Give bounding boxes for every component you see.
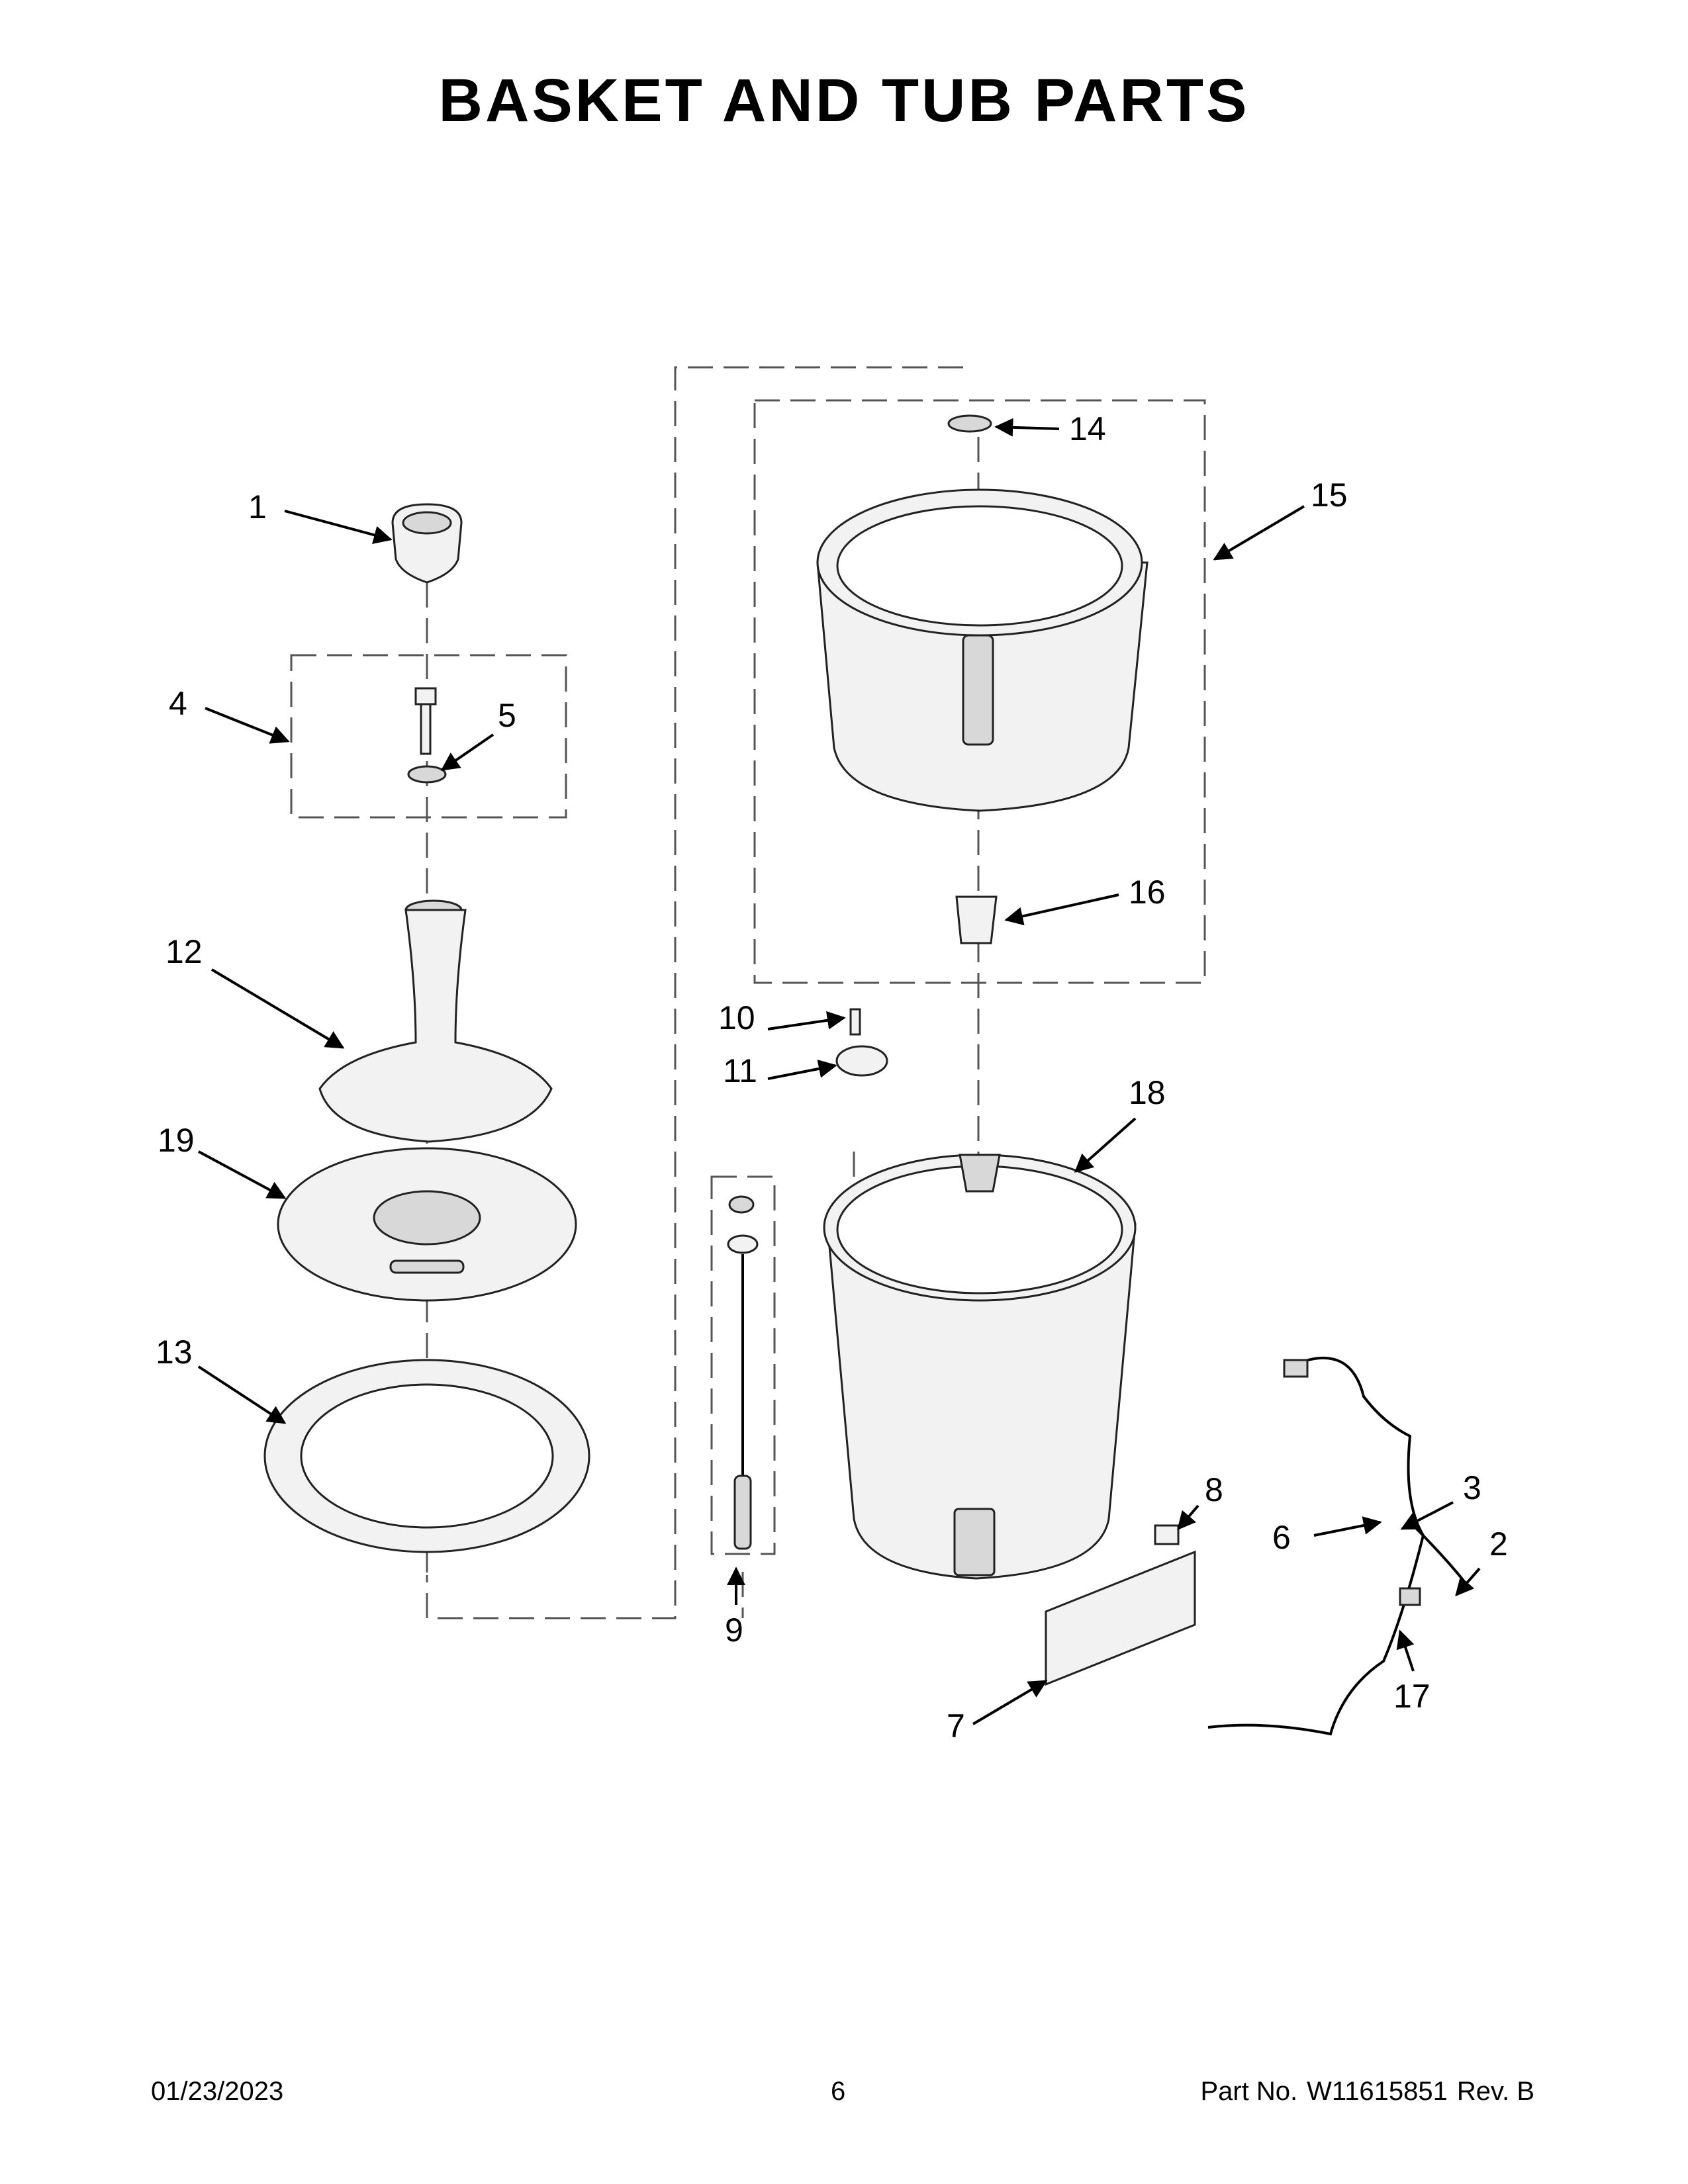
callout-1: 1 [248, 488, 267, 525]
callout-4: 4 [169, 685, 187, 722]
part-outer-tub [823, 1154, 1137, 1580]
leader-arrows [197, 418, 1481, 1725]
footer-revision: Rev. B [1456, 2077, 1534, 2106]
callout-5: 5 [498, 697, 516, 734]
part-wash-basket [816, 488, 1149, 812]
callout-15: 15 [1311, 477, 1348, 514]
footer-page-number: 6 [831, 2077, 846, 2106]
part-screw-and-bracket [835, 1008, 888, 1077]
part-ring-plate [277, 1147, 577, 1302]
assembly-guides [290, 366, 1206, 1619]
part-suspension-rod [727, 1195, 759, 1550]
callout-9: 9 [725, 1612, 743, 1649]
callout-12: 12 [165, 933, 203, 970]
part-screw-and-cover [1045, 1524, 1196, 1686]
callout-7: 7 [947, 1707, 965, 1745]
part-basket-nut [947, 414, 992, 433]
callout-numbers: 1 2 3 4 5 6 7 8 9 10 11 12 13 14 15 16 1… [156, 410, 1508, 1745]
callout-19: 19 [158, 1122, 195, 1159]
callout-11: 11 [723, 1052, 757, 1089]
callout-6: 6 [1272, 1519, 1291, 1556]
callout-18: 18 [1129, 1074, 1166, 1111]
part-wire-harness [1207, 1356, 1471, 1736]
callout-3: 3 [1463, 1469, 1481, 1506]
page-title: BASKET AND TUB PARTS [438, 67, 1250, 134]
part-agitator-cap [391, 503, 463, 584]
part-agitator [318, 899, 553, 1143]
footer-part-label: Part No. [1200, 2077, 1298, 2106]
footer-part-number: W11615851 [1307, 2077, 1448, 2106]
callout-2: 2 [1489, 1525, 1508, 1563]
callout-16: 16 [1129, 874, 1166, 911]
part-drive-coupler [955, 895, 998, 944]
footer-date: 01/23/2023 [151, 2077, 284, 2106]
callout-13: 13 [156, 1334, 193, 1371]
callout-14: 14 [1069, 410, 1106, 447]
callout-8: 8 [1205, 1471, 1223, 1508]
callout-17: 17 [1393, 1678, 1430, 1715]
part-balance-ring [263, 1359, 590, 1553]
callout-10: 10 [718, 999, 755, 1036]
footer-part-info: Part No. W11615851 Rev. B [1191, 2077, 1534, 2107]
part-bolt-and-washer [407, 687, 447, 784]
